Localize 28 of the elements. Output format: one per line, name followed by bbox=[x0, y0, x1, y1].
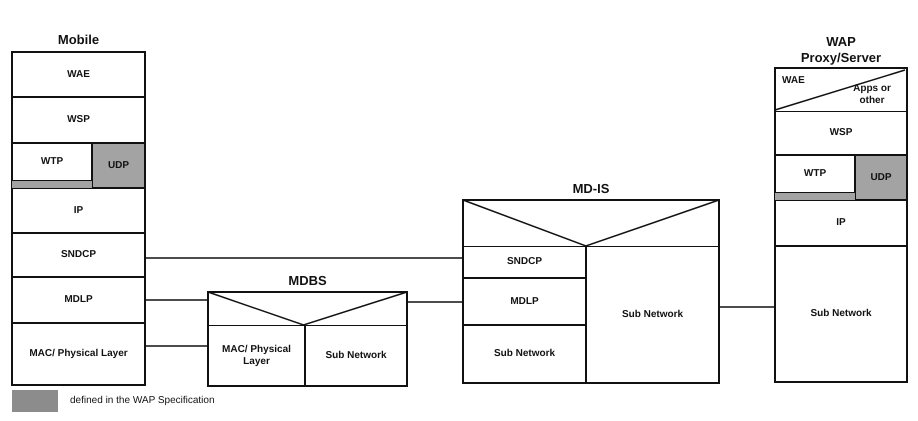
protocol-layer: MAC/ Physical Layer bbox=[208, 325, 305, 386]
protocol-layer: MDLP bbox=[12, 277, 145, 323]
protocol-layer: MDLP bbox=[463, 278, 586, 325]
protocol-layer: IP bbox=[775, 200, 907, 246]
connector-line bbox=[145, 345, 208, 347]
protocol-layer: WSP bbox=[12, 97, 145, 143]
stack-title: WAP Proxy/Server bbox=[800, 34, 882, 66]
protocol-layer: UDP bbox=[855, 155, 907, 200]
protocol-layer: WTP bbox=[12, 143, 92, 181]
layer-label: WAE bbox=[779, 71, 829, 91]
protocol-layer: UDP bbox=[92, 143, 145, 188]
protocol-layer: IP bbox=[12, 188, 145, 233]
connector-line bbox=[719, 306, 775, 308]
protocol-layer: WSP bbox=[775, 111, 907, 155]
connector-line bbox=[145, 257, 463, 259]
protocol-layer: SNDCP bbox=[463, 246, 586, 278]
protocol-layer: SNDCP bbox=[12, 233, 145, 277]
legend-text: defined in the WAP Specification bbox=[70, 395, 215, 406]
stack-title: MD-IS bbox=[572, 181, 610, 197]
connector-line bbox=[145, 299, 208, 301]
stack-title: MDBS bbox=[287, 273, 328, 289]
protocol-layer: Sub Network bbox=[305, 325, 407, 386]
stack-title: Mobile bbox=[56, 32, 100, 48]
layer-label: Apps or other bbox=[838, 82, 906, 108]
connector-line bbox=[407, 301, 463, 303]
protocol-layer: Sub Network bbox=[463, 325, 586, 383]
protocol-layer: Sub Network bbox=[586, 246, 719, 383]
protocol-layer: WTP bbox=[775, 155, 855, 193]
